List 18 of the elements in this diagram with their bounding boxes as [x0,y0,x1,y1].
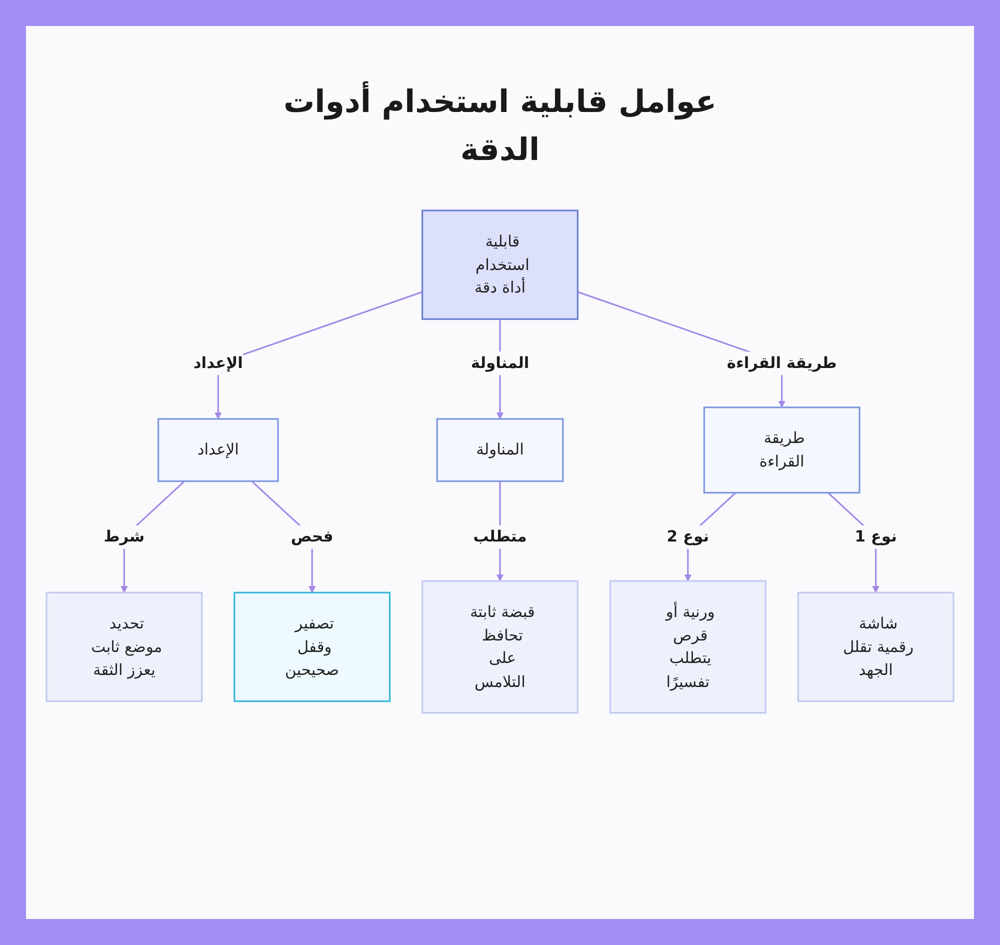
diagram-title: عوامل قابلية استخدام أدوات الدقة [260,78,740,174]
edge-label: نوع 1 [854,528,897,546]
edge-label: الإعداد [193,354,243,372]
edge-label: المناولة [470,354,530,372]
edge-label: طريقة القراءة [726,354,837,372]
process-box: ورنية أو قرص يتطلب تفسيرًا [609,580,766,714]
process-box: قابلية استخدام أداة دقة [422,210,578,320]
process-box: تحديد موضع ثابت يعزز الثقة [46,592,203,702]
process-box: الإعداد [157,418,279,482]
edge-label: متطلب [473,528,527,546]
process-box: المناولة [436,418,564,482]
edge-label: فحص [290,528,334,546]
process-box: شاشة رقمية تقلل الجهد [797,592,954,702]
process-box: طريقة القراءة [703,406,860,494]
edge-label: شرط [104,528,145,546]
process-box: تصفير وقفل صحيحين [234,592,391,702]
edge-label: نوع 2 [666,528,710,546]
process-box: قبضة ثابتة تحافظ على التلامس [422,580,578,714]
